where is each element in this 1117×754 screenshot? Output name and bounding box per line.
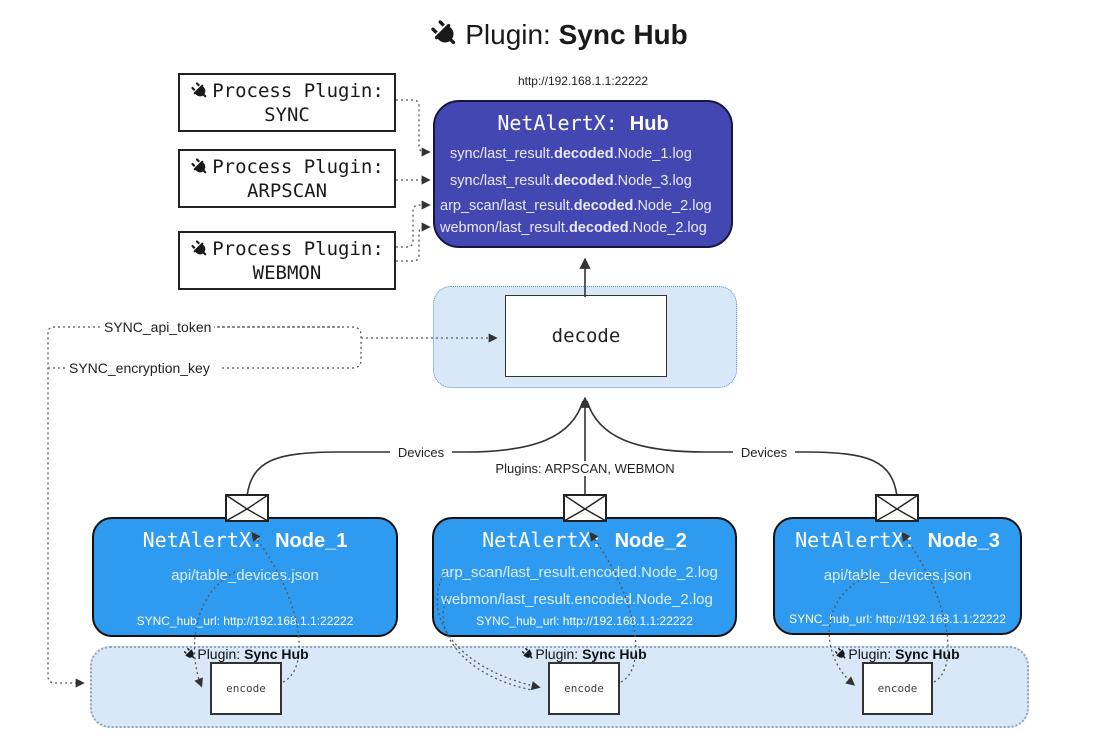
process-plugin-box-arpscan: Process Plugin: ARPSCAN — [178, 149, 396, 208]
plug-icon — [182, 646, 198, 662]
node-footer: SYNC_hub_url: http://192.168.1.1:22222 — [789, 612, 1006, 626]
hub-title: NetAlertX: Hub — [435, 111, 731, 136]
plug-icon — [190, 239, 211, 259]
devices-edge-label-right: Devices — [733, 445, 795, 460]
process-plugin-name: WEBMON — [252, 262, 322, 284]
node-file-line: api/table_devices.json — [171, 567, 319, 584]
hub-log-line: sync/last_result.decoded.Node_3.log — [450, 173, 692, 189]
encode-box-1: encode — [210, 662, 282, 715]
hub-log-line: webmon/last_result.decoded.Node_2.log — [440, 220, 707, 236]
process-plugin-label: Process Plugin: — [212, 156, 384, 178]
node-title: NetAlertX: Node_3 — [795, 528, 1000, 552]
node-box-2: NetAlertX: Node_2 arp_scan/last_result.e… — [432, 517, 737, 637]
node-title: NetAlertX: Node_2 — [482, 528, 687, 552]
hub-url-label: http://192.168.1.1:22222 — [433, 74, 733, 88]
node-title: NetAlertX: Node_1 — [142, 528, 348, 552]
sync-hub-plugin-label-2: Plugin: Sync Hub — [499, 646, 669, 662]
plug-icon — [428, 17, 463, 51]
process-plugin-name: SYNC — [264, 104, 310, 126]
sync-api-token-label: SYNC_api_token — [101, 319, 215, 335]
node-box-3: NetAlertX: Node_3 api/table_devices.json… — [773, 517, 1022, 635]
plug-icon — [520, 646, 536, 662]
page-title-prefix: Plugin: — [465, 19, 559, 50]
sync-hub-plugin-label-1: Plugin: Sync Hub — [161, 646, 331, 662]
hub-box: NetAlertX: Hub sync/last_result.decoded.… — [433, 100, 733, 248]
hub-title-bold: Hub — [629, 113, 669, 135]
encode-box-3: encode — [862, 662, 933, 715]
hub-log-line: sync/last_result.decoded.Node_1.log — [450, 146, 692, 162]
hub-log-line: arp_scan/last_result.decoded.Node_2.log — [440, 198, 712, 214]
encode-box-2: encode — [548, 662, 620, 715]
page-title: Plugin: Sync Hub — [0, 17, 1117, 51]
sync-hub-plugin-label-3: Plugin: Sync Hub — [812, 646, 982, 662]
node-footer: SYNC_hub_url: http://192.168.1.1:22222 — [476, 614, 693, 628]
node-file-line: api/table_devices.json — [823, 567, 972, 584]
plugins-edge-label: Plugins: ARPSCAN, WEBMON — [495, 461, 675, 476]
plug-icon — [833, 646, 849, 662]
devices-edge-label-left: Devices — [390, 445, 452, 460]
process-plugin-box-sync: Process Plugin: SYNC — [178, 73, 396, 132]
envelope-icon — [563, 494, 607, 522]
process-plugin-label: Process Plugin: — [212, 80, 384, 102]
process-plugin-label: Process Plugin: — [212, 238, 384, 260]
decode-label: decode — [551, 325, 621, 347]
node-file-line: arp_scan/last_result.encoded.Node_2.log — [441, 564, 718, 581]
envelope-icon — [875, 494, 919, 522]
page-title-bold: Sync Hub — [558, 19, 688, 50]
plug-icon — [190, 157, 211, 177]
envelope-icon — [225, 494, 269, 522]
decode-box: decode — [505, 295, 667, 377]
node-box-1: NetAlertX: Node_1 api/table_devices.json… — [92, 517, 398, 637]
node-file-line: webmon/last_result.encoded.Node_2.log — [441, 591, 713, 608]
process-plugin-name: ARPSCAN — [246, 180, 328, 202]
process-plugin-box-webmon: Process Plugin: WEBMON — [178, 231, 396, 290]
sync-encryption-key-label: SYNC_encryption_key — [66, 360, 213, 376]
plug-icon — [190, 81, 211, 101]
hub-title-prefix: NetAlertX: — [497, 111, 630, 135]
node-footer: SYNC_hub_url: http://192.168.1.1:22222 — [136, 614, 354, 628]
